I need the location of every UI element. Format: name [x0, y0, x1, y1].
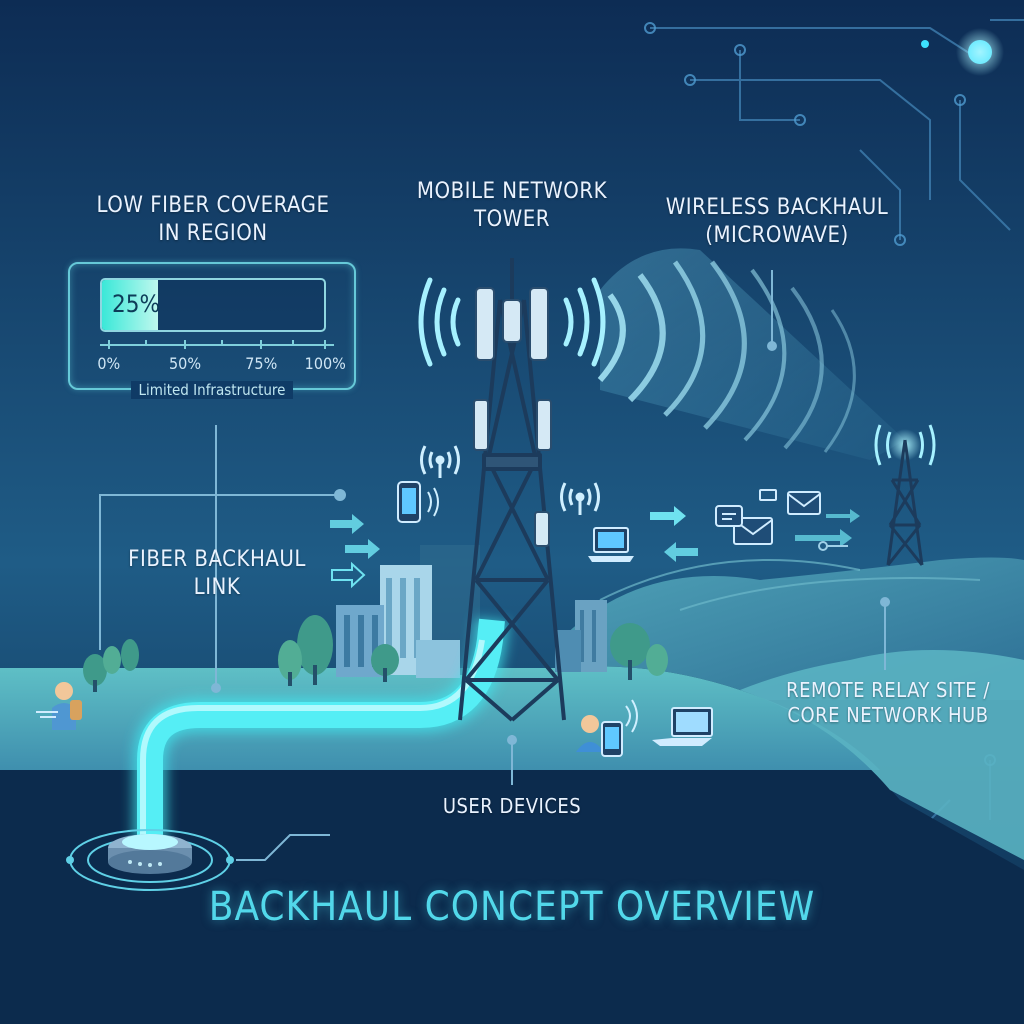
- gauge-ticks: 0% 50% 75% 100%: [94, 340, 346, 373]
- user-devices-group: [576, 699, 713, 757]
- mobile-tower: [458, 258, 566, 722]
- gauge-track: 25%: [100, 278, 326, 332]
- tick-label: 0%: [97, 354, 121, 373]
- city-skyline: [336, 545, 607, 678]
- fiber-base: [66, 829, 234, 891]
- tower-label: MOBILE NETWORK TOWER: [416, 179, 608, 232]
- chat-icon: [715, 489, 777, 527]
- tower-signal-waves: [418, 277, 606, 367]
- fiber-coverage-gauge: 25% 0% 50% 75% 100% Limited Infrastructu…: [68, 262, 356, 399]
- person-icon: [36, 682, 82, 730]
- user-devices-label: USER DEVICES: [442, 794, 582, 818]
- gauge-fill: [102, 280, 158, 330]
- gauge-value: 25%: [112, 290, 160, 318]
- page-title: BACKHAUL CONCEPT OVERVIEW: [208, 884, 816, 930]
- connector-lines: [99, 270, 890, 861]
- fiber-link-label: FIBER BACKHAUL LINK: [128, 547, 306, 600]
- laptop-icon: [588, 527, 634, 562]
- wireless-backhaul-label: WIRELESS BACKHAUL (MICROWAVE): [665, 195, 889, 248]
- envelope-icon: [733, 491, 821, 545]
- tree-icon: [83, 615, 668, 692]
- tick-label: 75%: [245, 354, 278, 373]
- remote-relay-label: REMOTE RELAY SITE / CORE NETWORK HUB: [786, 678, 990, 727]
- antenna-panels: [473, 287, 552, 547]
- antenna-icon: [420, 445, 600, 515]
- arrow-icon: [330, 506, 860, 589]
- microwave-beam: [597, 248, 905, 460]
- antenna-icon: [874, 424, 936, 466]
- smartphone-icon: [397, 481, 439, 523]
- remote-tower: [886, 429, 924, 566]
- gauge-caption: Limited Infrastructure: [70, 381, 354, 399]
- low-fiber-label: LOW FIBER COVERAGE IN REGION: [96, 193, 330, 246]
- tick-label: 50%: [169, 354, 202, 373]
- tick-label: 100%: [304, 354, 346, 373]
